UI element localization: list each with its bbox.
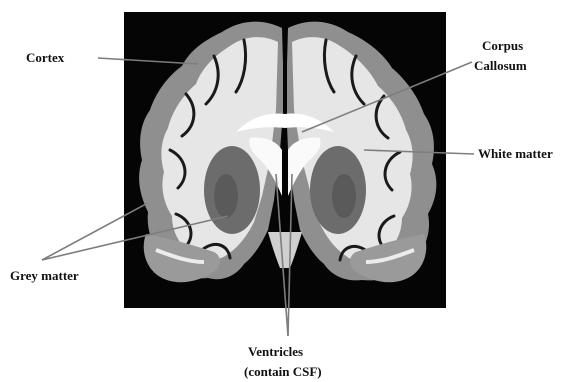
grey-matter-label: Grey matter xyxy=(10,268,79,283)
white-matter-label: White matter xyxy=(478,146,553,161)
corpus-callosum-label-line2: Callosum xyxy=(474,58,527,73)
right-putamen xyxy=(332,174,356,218)
cortex-label: Cortex xyxy=(26,50,65,65)
ventricles-label-line1: Ventricles xyxy=(248,344,303,359)
corpus-callosum-label-line1: Corpus xyxy=(482,38,523,53)
ventricles-label-line2: (contain CSF) xyxy=(244,364,322,379)
left-putamen xyxy=(214,174,238,218)
